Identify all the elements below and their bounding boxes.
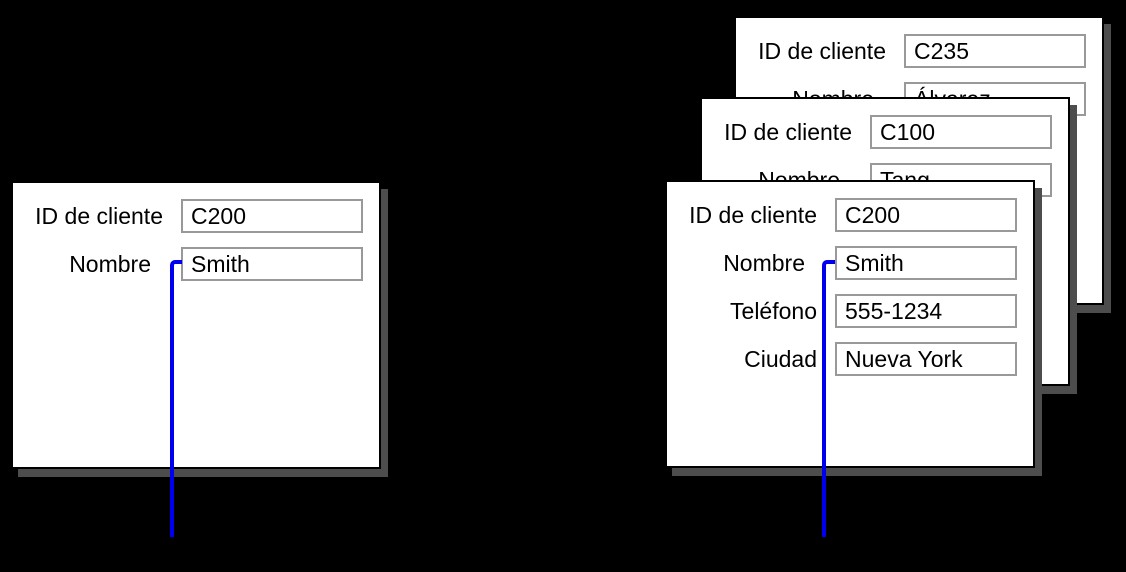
telefono-input[interactable]: 555-1234 bbox=[835, 294, 1017, 328]
customer-form-card-left: ID de cliente C200 Nombre Smith bbox=[11, 181, 381, 469]
field-label: ID de cliente bbox=[724, 119, 852, 145]
ciudad-input[interactable]: Nueva York bbox=[835, 342, 1017, 376]
field-row: ID de cliente C100 bbox=[702, 115, 1068, 149]
field-label: ID de cliente bbox=[758, 38, 886, 64]
id-de-cliente-input[interactable]: C200 bbox=[181, 199, 363, 233]
customer-form-card-front: ID de cliente C200 Nombre Smith Teléfono… bbox=[665, 180, 1035, 468]
field-row: ID de cliente C200 bbox=[13, 199, 379, 233]
field-row: Nombre Smith bbox=[667, 246, 1033, 280]
nombre-input[interactable]: Smith bbox=[835, 246, 1017, 280]
field-row: ID de cliente C200 bbox=[667, 198, 1033, 232]
field-row: Teléfono 555-1234 bbox=[667, 294, 1033, 328]
field-label: Ciudad bbox=[744, 346, 817, 372]
field-row: Ciudad Nueva York bbox=[667, 342, 1033, 376]
field-label: ID de cliente bbox=[689, 202, 817, 228]
id-de-cliente-input[interactable]: C100 bbox=[870, 115, 1052, 149]
field-label: ID de cliente bbox=[35, 203, 163, 229]
field-label: Teléfono bbox=[730, 298, 817, 324]
field-label: Nombre bbox=[723, 250, 805, 276]
field-label: Nombre bbox=[69, 251, 151, 277]
id-de-cliente-input[interactable]: C200 bbox=[835, 198, 1017, 232]
nombre-input[interactable]: Smith bbox=[181, 247, 363, 281]
field-row: Nombre Smith bbox=[13, 247, 379, 281]
connector-line-right bbox=[822, 260, 835, 537]
id-de-cliente-input[interactable]: C235 bbox=[904, 34, 1086, 68]
connector-line-left bbox=[170, 260, 182, 537]
field-row: ID de cliente C235 bbox=[736, 34, 1102, 68]
